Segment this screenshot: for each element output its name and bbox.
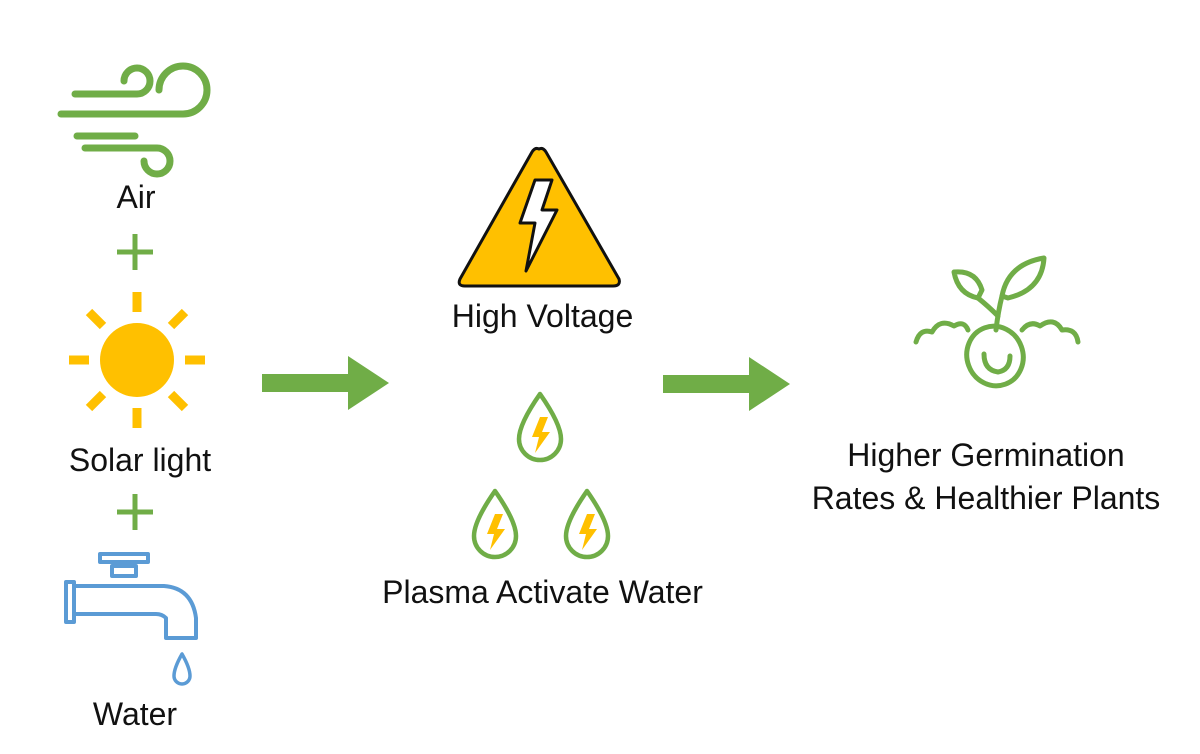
- outcome-line-2: Rates & Healthier Plants: [811, 480, 1161, 516]
- wind-icon: [57, 62, 211, 178]
- high-voltage-warning-icon: [457, 146, 621, 288]
- plus-icon: [117, 234, 153, 270]
- outcome-line-1: Higher Germination: [847, 437, 1125, 473]
- charged-water-drop-icon: [516, 391, 564, 463]
- charged-water-drop-icon: [471, 488, 519, 560]
- air-label: Air: [116, 179, 156, 215]
- right-arrow-icon: [262, 356, 389, 410]
- plus-icon: [117, 494, 153, 530]
- water-label: Water: [92, 696, 178, 732]
- water-drop-icon: [172, 652, 192, 686]
- charged-water-drop-icon: [563, 488, 611, 560]
- solar-light-label: Solar light: [68, 442, 212, 478]
- sprouting-seed-icon: [913, 255, 1081, 389]
- faucet-icon: [64, 552, 198, 686]
- high-voltage-label: High Voltage: [451, 298, 634, 334]
- plasma-activate-water-label: Plasma Activate Water: [382, 574, 703, 610]
- sun-icon: [69, 292, 205, 428]
- right-arrow-icon: [663, 357, 790, 411]
